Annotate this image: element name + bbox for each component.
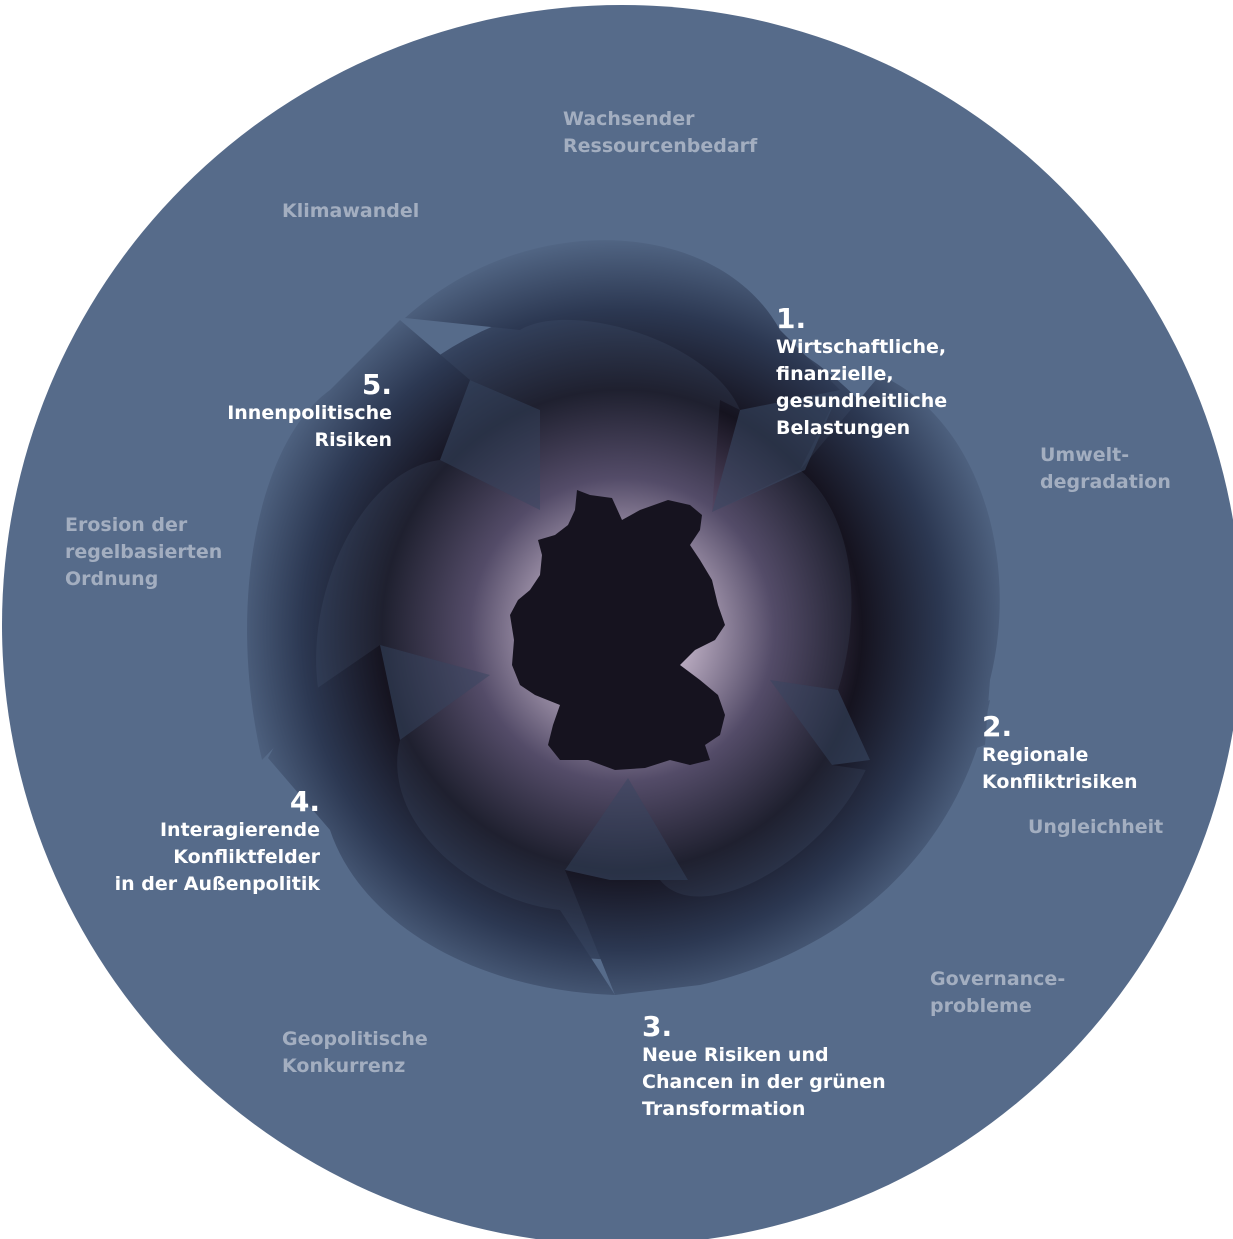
arrow-head-2 (770, 680, 870, 765)
driver-label-inequality: Ungleichheit (1028, 816, 1164, 838)
driver-label-resources: Wachsender Ressourcenbedarf (563, 108, 758, 157)
arrow-head-5 (440, 380, 540, 510)
risk-5: 5.Innenpolitische Risiken (227, 316, 392, 481)
arrow-head-3 (565, 778, 688, 880)
risk-4-label: Interagierende Konfliktfelder in der Auß… (114, 819, 320, 895)
arrow-head-1 (712, 390, 840, 512)
risk-2-number: 2. (982, 710, 1013, 743)
risk-3: 3.Neue Risiken und Chancen in der grünen… (642, 958, 886, 1150)
risk-4: 4.Interagierende Konfliktfelder in der A… (115, 733, 320, 925)
germany-map-icon (510, 490, 725, 770)
driver-label-climate: Klimawandel (282, 200, 420, 222)
risk-2: 2.Regionale Konfliktrisiken (982, 658, 1138, 823)
driver-label-governance: Governance- probleme (930, 968, 1066, 1017)
risk-3-number: 3. (642, 1010, 673, 1043)
driver-label-geopolitics: Geopolitische Konkurrenz (282, 1028, 428, 1077)
risk-5-label: Innenpolitische Risiken (227, 402, 392, 451)
risk-3-label: Neue Risiken und Chancen in der grünen T… (642, 1044, 886, 1120)
risk-2-label: Regionale Konfliktrisiken (982, 744, 1138, 793)
risk-1-label: Wirtschaftliche, finanzielle, gesundheit… (776, 336, 948, 439)
risk-1-number: 1. (776, 302, 807, 335)
driver-label-environment: Umwelt- degradation (1040, 444, 1171, 493)
arrow-heads (380, 380, 870, 880)
driver-label-rules-erosion: Erosion der regelbasierten Ordnung (65, 514, 223, 590)
risk-5-number: 5. (361, 368, 392, 401)
risk-4-number: 4. (289, 785, 320, 818)
risk-1: 1.Wirtschaftliche, finanzielle, gesundhe… (776, 250, 947, 469)
arrow-head-4 (380, 645, 490, 740)
